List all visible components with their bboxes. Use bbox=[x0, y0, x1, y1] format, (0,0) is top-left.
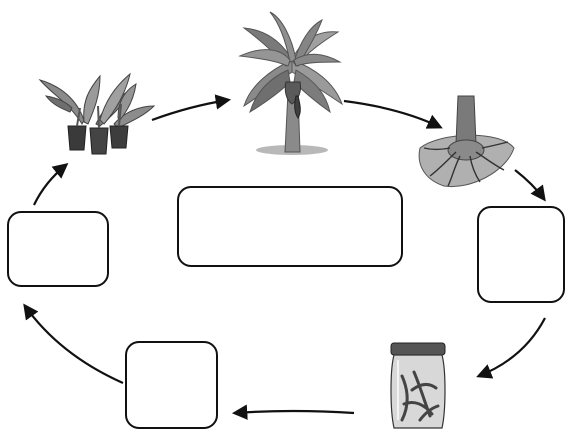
rhizome-roots-icon bbox=[418, 95, 515, 188]
blank-box-right[interactable] bbox=[477, 206, 565, 303]
arrow-bottom-box-to-left-box bbox=[23, 303, 124, 385]
blank-box-center[interactable] bbox=[177, 186, 403, 267]
arrow-seedlings-to-tree bbox=[151, 94, 232, 122]
arrow-box-to-jar bbox=[476, 317, 546, 379]
arrow-jar-to-bottom-box bbox=[231, 404, 355, 420]
arrow-left-box-to-seedlings bbox=[33, 163, 69, 206]
potted-seedlings-icon bbox=[38, 72, 156, 155]
blank-box-left[interactable] bbox=[7, 211, 109, 287]
culture-jar-icon bbox=[390, 342, 446, 429]
arrow-rhizome-to-box bbox=[514, 169, 546, 202]
blank-box-bottom[interactable] bbox=[125, 341, 218, 429]
arrow-tree-to-rhizome bbox=[343, 99, 443, 129]
banana-tree-icon bbox=[238, 11, 343, 155]
